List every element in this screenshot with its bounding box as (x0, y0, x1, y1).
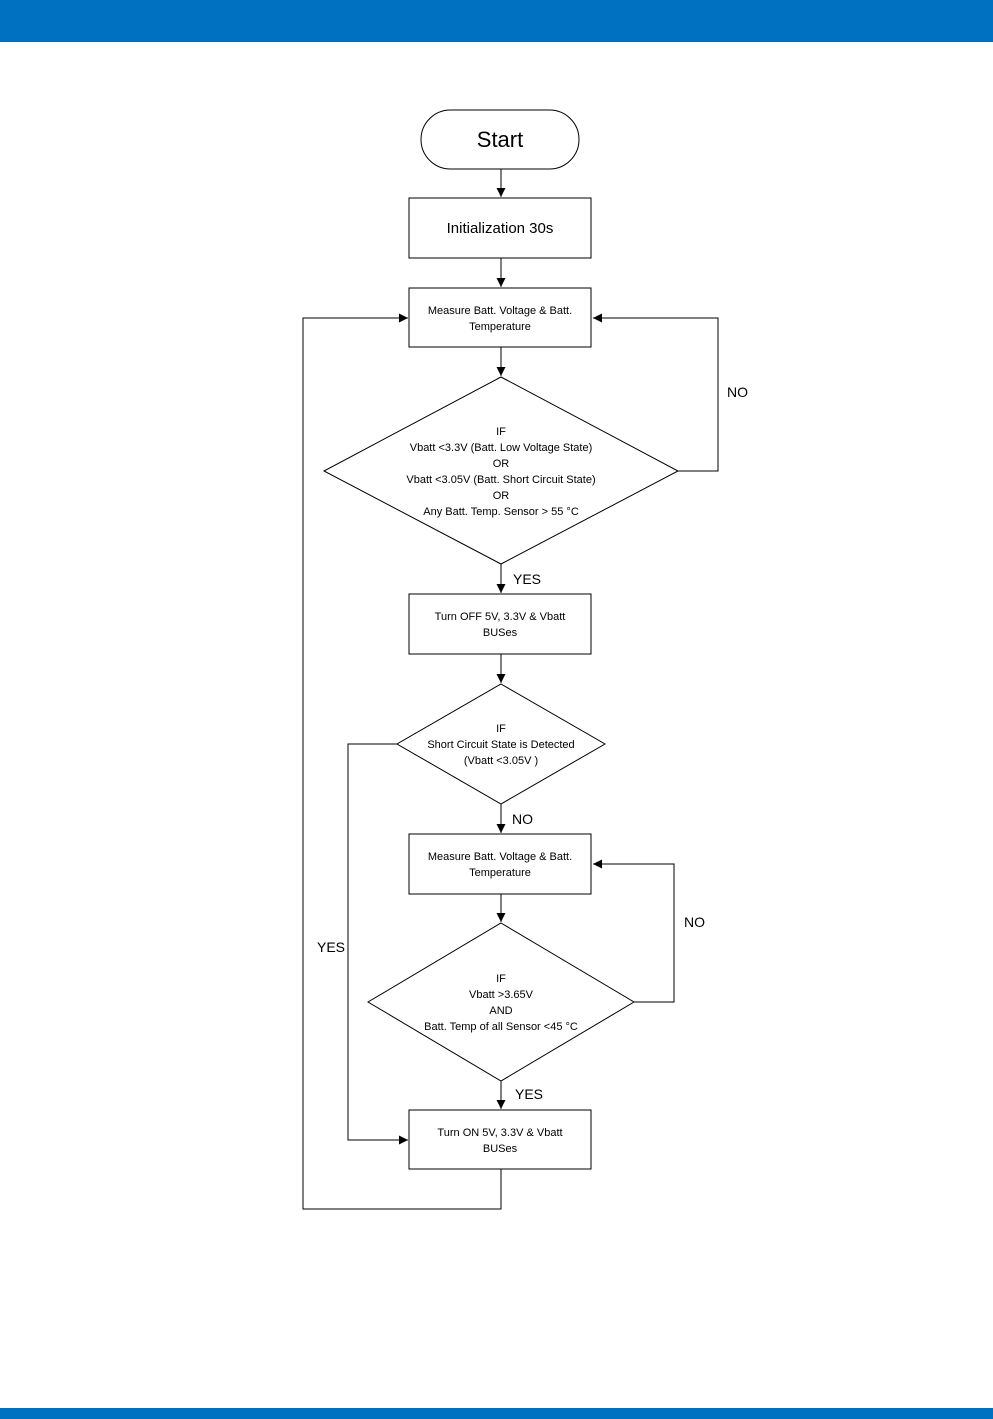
decision-2-line-3: (Vbatt <3.05V ) (464, 755, 538, 767)
init-label: Initialization 30s (447, 220, 554, 237)
turn-on-line-1: Turn ON 5V, 3.3V & Vbatt (437, 1127, 562, 1139)
decision-1-line-5: OR (493, 490, 510, 502)
arrow-decision2-yes (347, 743, 408, 1145)
measure-1-line-2: Temperature (469, 321, 531, 333)
decision-2-yes-label: YES (317, 939, 345, 955)
decision-3-line-3: AND (489, 1005, 512, 1017)
decision-3-yes-label: YES (515, 1086, 543, 1102)
decision-3-diamond (367, 922, 635, 1082)
measure-2-line-1: Measure Batt. Voltage & Batt. (428, 851, 572, 863)
decision-3-line-2: Vbatt >3.65V (469, 989, 534, 1001)
decision-2-line-1: IF (496, 723, 506, 735)
turn-on-box (408, 1109, 592, 1170)
header-band (0, 0, 993, 42)
turn-on-line-2: BUSes (483, 1143, 518, 1155)
start-terminator (420, 109, 580, 170)
decision-3-line-1: IF (496, 973, 506, 985)
decision-2-line-2: Short Circuit State is Detected (427, 739, 574, 751)
decision-3-line-4: Batt. Temp of all Sensor <45 °C (424, 1021, 578, 1033)
decision-1-no-label: NO (727, 384, 748, 400)
arrow-decision3-no-loop (593, 859, 675, 1003)
measure-2-line-2: Temperature (469, 867, 531, 879)
decision-1-line-3: OR (493, 458, 510, 470)
decision-1-line-2: Vbatt <3.3V (Batt. Low Voltage State) (410, 442, 593, 454)
decision-3-no-label: NO (684, 914, 705, 930)
decision-1-line-1: IF (496, 426, 506, 438)
decision-1-line-4: Vbatt <3.05V (Batt. Short Circuit State) (406, 474, 595, 486)
init-box (408, 197, 592, 259)
arrow-decision1-no-loop (593, 313, 719, 472)
decision-1-yes-label: YES (513, 571, 541, 587)
turn-off-line-1: Turn OFF 5V, 3.3V & Vbatt (435, 611, 566, 623)
turn-off-box (408, 593, 592, 655)
turn-off-line-2: BUSes (483, 627, 518, 639)
measure-box-1 (408, 287, 592, 348)
measure-box-2 (408, 833, 592, 895)
decision-1-diamond (322, 376, 680, 565)
measure-1-line-1: Measure Batt. Voltage & Batt. (428, 305, 572, 317)
decision-2-no-label: NO (512, 811, 533, 827)
start-label: Start (477, 127, 523, 152)
arrow-turnon-loop-back (302, 313, 502, 1210)
decision-1-line-6: Any Batt. Temp. Sensor > 55 °C (423, 506, 579, 518)
footer-band (0, 1408, 993, 1419)
